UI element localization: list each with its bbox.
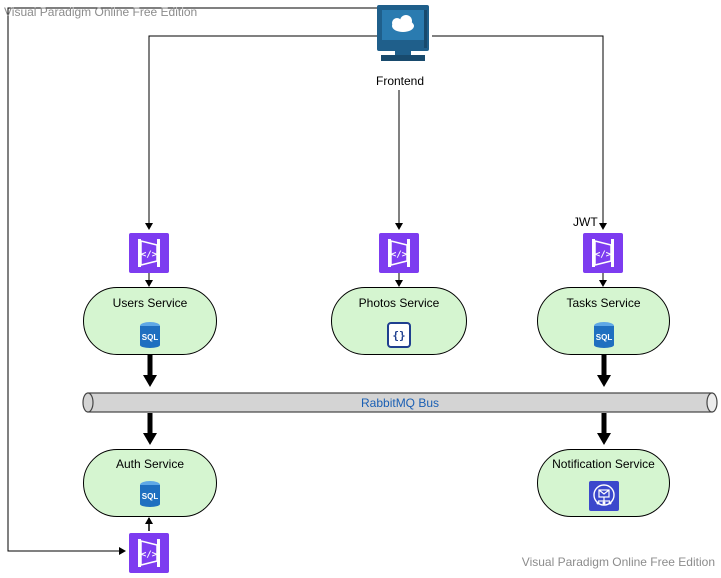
sql-database-icon: SQL <box>138 321 162 354</box>
jwt-label: JWT <box>573 215 598 229</box>
api-gateway-icon: </> <box>129 233 169 273</box>
svg-text:SQL: SQL <box>595 333 612 342</box>
svg-text:</>: </> <box>141 250 158 260</box>
sql-database-icon: SQL <box>592 321 616 354</box>
svg-text:SQL: SQL <box>142 333 159 342</box>
auth-service-node: Auth Service SQL <box>83 449 217 517</box>
svg-text:</>: </> <box>141 550 158 560</box>
cloud-monitor-icon <box>375 3 431 68</box>
sql-database-icon: SQL <box>138 480 162 513</box>
watermark-top: Visual Paradigm Online Free Edition <box>4 5 198 19</box>
users-service-label: Users Service <box>112 296 188 310</box>
svg-text:</>: </> <box>391 250 408 260</box>
api-gateway-icon: </> <box>379 233 419 273</box>
svg-text:SQL: SQL <box>142 492 159 501</box>
tasks-service-node: Tasks Service SQL <box>537 287 670 355</box>
svg-text:</>: </> <box>595 250 612 260</box>
notification-service-node: Notification Service <box>537 449 670 517</box>
photos-service-node: Photos Service {} <box>331 287 467 355</box>
watermark-bottom: Visual Paradigm Online Free Edition <box>521 555 715 569</box>
edge-frontend-users <box>145 35 378 230</box>
users-service-node: Users Service SQL <box>83 287 217 355</box>
notification-service-label: Notification Service <box>552 457 655 471</box>
frontend-label: Frontend <box>376 74 425 88</box>
sns-notification-icon <box>588 481 619 516</box>
api-gateway-icon: </> <box>583 233 623 273</box>
tasks-service-label: Tasks Service <box>566 296 641 310</box>
edge-frontend-auth <box>7 7 378 555</box>
photos-service-label: Photos Service <box>358 296 440 310</box>
svg-text:{}: {} <box>392 329 405 342</box>
auth-service-label: Auth Service <box>115 457 185 471</box>
edge-frontend-tasks <box>432 35 607 230</box>
api-gateway-icon: </> <box>129 533 169 573</box>
rabbitmq-bus <box>82 392 718 413</box>
rabbitmq-bus-label: RabbitMQ Bus <box>361 396 440 410</box>
json-document-icon: {} <box>387 322 411 353</box>
